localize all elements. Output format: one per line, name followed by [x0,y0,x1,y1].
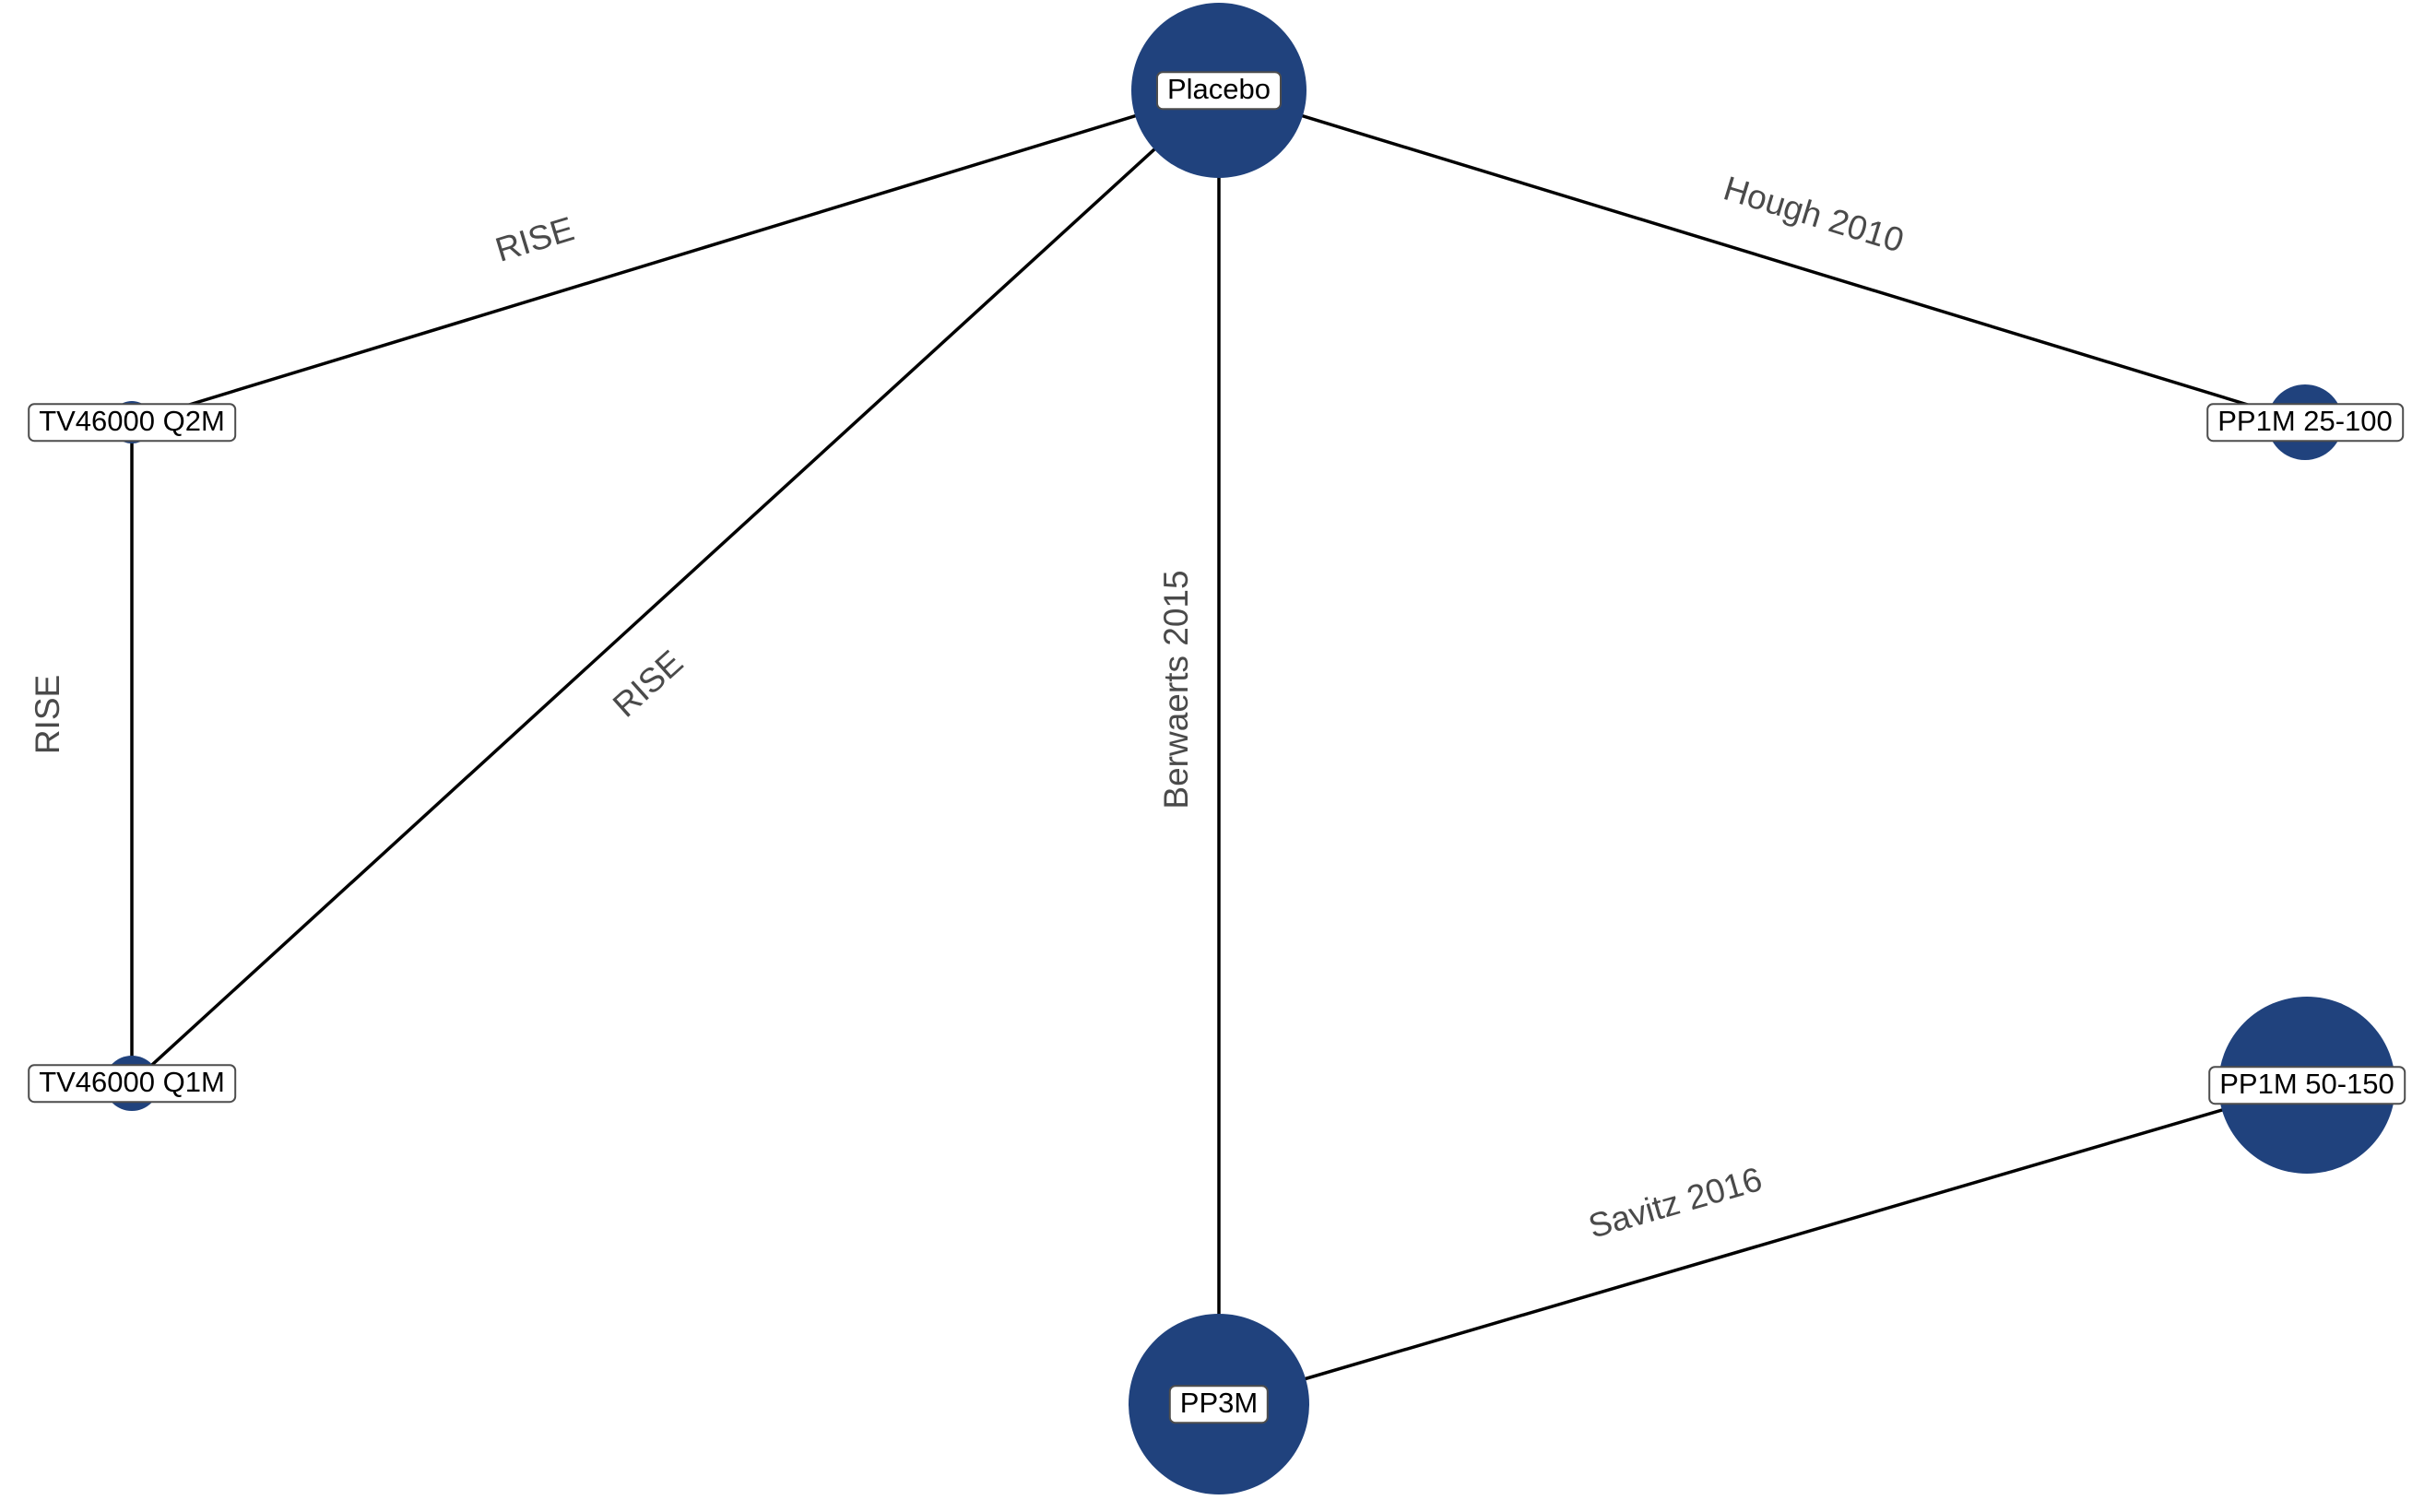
edge-placebo--pp1m-25-100 [1218,89,2306,424]
edge-label-placebo--pp3m: Berwaerts 2015 [1157,570,1195,809]
node-label-tv46000-q2m: TV46000 Q2M [28,403,236,442]
node-label-pp3m: PP3M [1168,1385,1270,1423]
node-label-tv46000-q1m: TV46000 Q1M [28,1064,236,1103]
edge-pp3m--pp1m-50-150 [1218,1083,2308,1406]
node-label-pp1m-25-100: PP1M 25-100 [2206,403,2404,442]
node-label-pp1m-50-150: PP1M 50-150 [2208,1066,2406,1104]
node-label-placebo: Placebo [1155,71,1283,110]
edge-label-tv46000-q2m--tv46000-q1m: RISE [29,674,66,755]
edge-placebo--tv46000-q1m [130,89,1221,1085]
edge-placebo--tv46000-q2m [131,89,1220,424]
